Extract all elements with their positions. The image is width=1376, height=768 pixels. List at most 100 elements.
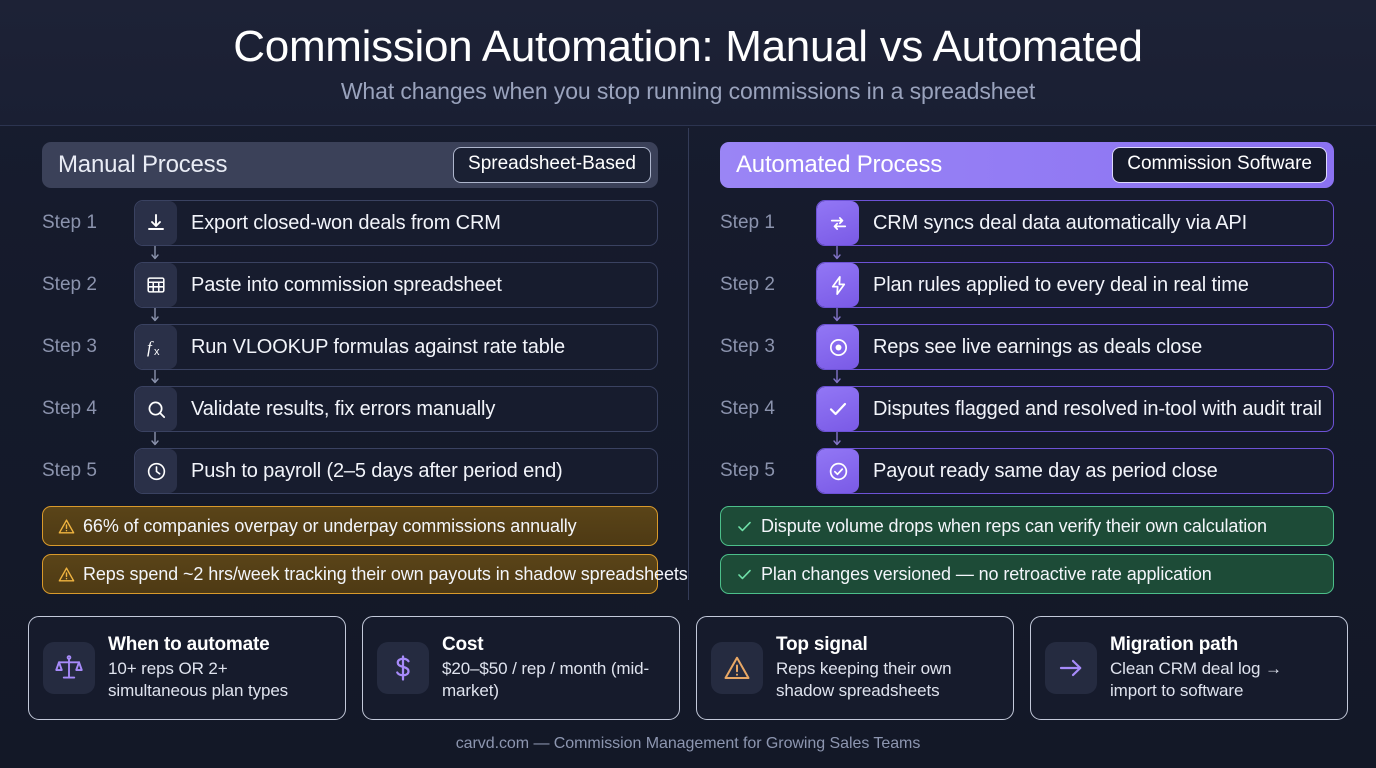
step-label: Step 4 [42, 398, 97, 419]
manual-column-header: Manual Process Spreadsheet-Based [42, 142, 658, 188]
step-box[interactable]: Reps see live earnings as deals close [816, 324, 1334, 370]
card-description: 10+ reps OR 2+ simultaneous plan types [108, 658, 289, 700]
step-text: Export closed-won deals from CRM [191, 211, 501, 234]
step-connector-arrow [816, 246, 1334, 262]
scales-balance-icon [43, 642, 95, 694]
callout-text: Dispute volume drops when reps can verif… [761, 515, 1267, 536]
step-label: Step 1 [42, 212, 97, 233]
card-description: Reps keeping their own shadow spreadshee… [776, 658, 952, 700]
step-connector-arrow [134, 246, 658, 262]
benefit-callout: Plan changes versioned — no retroactive … [720, 554, 1334, 594]
callout-text: 66% of companies overpay or underpay com… [83, 515, 577, 536]
step-box[interactable]: Push to payroll (2–5 days after period e… [134, 448, 658, 494]
card-description: Clean CRM deal log → import to software [1110, 658, 1282, 700]
card-when-to-automate[interactable]: When to automate 10+ reps OR 2+ simultan… [28, 616, 346, 720]
magnifier-icon [135, 387, 177, 431]
step-label: Step 2 [720, 274, 775, 295]
card-title: When to automate [108, 633, 270, 655]
footer-attribution: carvd.com — Commission Management for Gr… [455, 735, 921, 752]
svg-text:x: x [154, 346, 160, 358]
step-text: Payout ready same day as period close [873, 459, 1218, 482]
step-row[interactable]: Step 5 Payout ready same day as period c… [720, 448, 1334, 494]
step-label: Step 5 [42, 460, 97, 481]
step-text: Push to payroll (2–5 days after period e… [191, 459, 563, 482]
automated-header-badge[interactable]: Commission Software [1112, 147, 1327, 183]
step-text: Validate results, fix errors manually [191, 397, 496, 420]
step-row[interactable]: Step 2 Plan rules applied to every deal … [720, 262, 1334, 308]
step-label: Step 4 [720, 398, 775, 419]
step-label: Step 5 [720, 460, 775, 481]
warning-triangle-icon [57, 565, 83, 584]
manual-header-title: Manual Process [58, 151, 228, 178]
card-top-signal[interactable]: Top signal Reps keeping their own shadow… [696, 616, 1014, 720]
step-box[interactable]: CRM syncs deal data automatically via AP… [816, 200, 1334, 246]
callout-text: Plan changes versioned — no retroactive … [761, 563, 1212, 584]
step-box[interactable]: Validate results, fix errors manually [134, 386, 658, 432]
clock-icon [135, 449, 177, 493]
automated-column: Automated Process Commission Software St… [688, 142, 1348, 600]
step-label: Step 1 [720, 212, 775, 233]
step-connector-arrow [134, 308, 658, 324]
card-cost[interactable]: Cost $20–$50 / rep / month (mid-market) [362, 616, 680, 720]
check-icon [817, 387, 859, 431]
step-box[interactable]: Paste into commission spreadsheet [134, 262, 658, 308]
step-label: Step 2 [42, 274, 97, 295]
check-icon [735, 517, 761, 536]
manual-callouts: 66% of companies overpay or underpay com… [42, 506, 688, 594]
step-row[interactable]: Step 4 Validate results, fix errors manu… [42, 386, 658, 432]
automated-header-title: Automated Process [736, 151, 943, 178]
step-box[interactable]: Payout ready same day as period close [816, 448, 1334, 494]
step-row[interactable]: Step 2 Paste into commission spreadsheet [42, 262, 658, 308]
card-title: Migration path [1110, 633, 1239, 655]
step-row[interactable]: Step 4 Disputes flagged and resolved in-… [720, 386, 1334, 432]
lightning-bolt-icon [817, 263, 859, 307]
card-body: Cost $20–$50 / rep / month (mid-market) [442, 634, 665, 703]
arrow-right-icon [1045, 642, 1097, 694]
manual-header-badge[interactable]: Spreadsheet-Based [453, 147, 651, 183]
card-migration-path[interactable]: Migration path Clean CRM deal log → impo… [1030, 616, 1348, 720]
page-title: Commission Automation: Manual vs Automat… [233, 21, 1143, 71]
automated-steps-list: Step 1 CRM syncs deal data automatically… [720, 200, 1334, 494]
manual-column: Manual Process Spreadsheet-Based Step 1 … [28, 142, 688, 600]
step-box[interactable]: Disputes flagged and resolved in-tool wi… [816, 386, 1334, 432]
step-box[interactable]: Export closed-won deals from CRM [134, 200, 658, 246]
card-body: When to automate 10+ reps OR 2+ simultan… [108, 634, 331, 703]
card-body: Migration path Clean CRM deal log → impo… [1110, 634, 1333, 703]
sync-arrows-icon [817, 201, 859, 245]
comparison-columns: Manual Process Spreadsheet-Based Step 1 … [0, 126, 1376, 600]
card-title: Top signal [776, 633, 868, 655]
svg-text:f: f [147, 338, 154, 357]
step-row[interactable]: Step 5 Push to payroll (2–5 days after p… [42, 448, 658, 494]
step-connector-arrow [134, 370, 658, 386]
summary-cards: When to automate 10+ reps OR 2+ simultan… [0, 616, 1376, 720]
step-box[interactable]: Plan rules applied to every deal in real… [816, 262, 1334, 308]
step-text: Disputes flagged and resolved in-tool wi… [873, 397, 1322, 420]
step-label: Step 3 [720, 336, 775, 357]
step-row[interactable]: Step 1 CRM syncs deal data automatically… [720, 200, 1334, 246]
step-connector-arrow [816, 308, 1334, 324]
hero-header: Commission Automation: Manual vs Automat… [0, 0, 1376, 126]
step-row[interactable]: Step 3 Reps see live earnings as deals c… [720, 324, 1334, 370]
automated-callouts: Dispute volume drops when reps can verif… [720, 506, 1334, 594]
download-icon [135, 201, 177, 245]
eye-target-icon [817, 325, 859, 369]
warning-triangle-icon [57, 517, 83, 536]
page-subtitle: What changes when you stop running commi… [340, 78, 1036, 105]
benefit-callout: Dispute volume drops when reps can verif… [720, 506, 1334, 546]
step-text: Plan rules applied to every deal in real… [873, 273, 1249, 296]
column-divider [688, 128, 689, 600]
check-icon [735, 565, 761, 584]
warning-triangle-icon [711, 642, 763, 694]
check-circle-icon [817, 449, 859, 493]
step-row[interactable]: Step 1 Export closed-won deals from CRM [42, 200, 658, 246]
card-description: $20–$50 / rep / month (mid-market) [442, 658, 650, 700]
step-text: CRM syncs deal data automatically via AP… [873, 211, 1248, 234]
warning-callout: Reps spend ~2 hrs/week tracking their ow… [42, 554, 688, 594]
warning-callout: 66% of companies overpay or underpay com… [42, 506, 658, 546]
step-text: Run VLOOKUP formulas against rate table [191, 335, 565, 358]
step-connector-arrow [134, 432, 658, 448]
